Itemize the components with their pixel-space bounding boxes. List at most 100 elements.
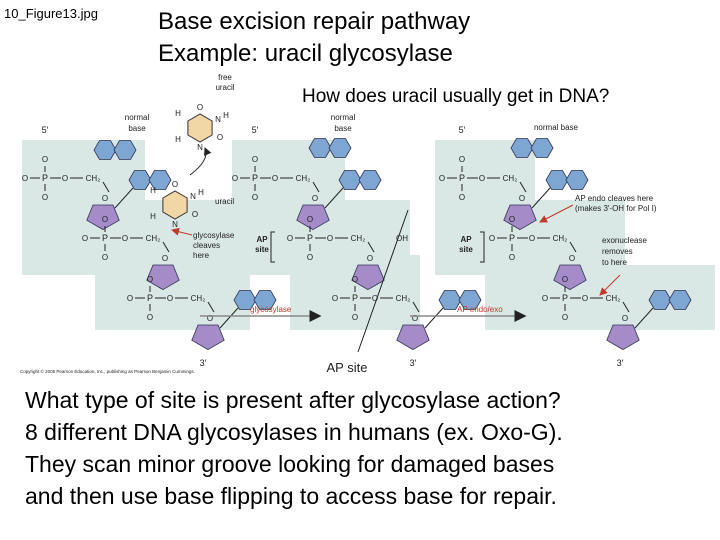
free-uracil-label-line2: uracil	[215, 83, 234, 92]
ring-oxygen: O	[102, 194, 108, 203]
ch2-group: CH₂	[553, 234, 568, 243]
phosphorus-atom: P	[102, 233, 108, 243]
oxygen-atom: O	[192, 210, 198, 219]
uracil-ring	[187, 113, 213, 143]
bottom-line-3: They scan minor groove looking for damag…	[25, 451, 555, 477]
nucleobase	[93, 140, 117, 160]
nitrogen-atom: N	[190, 192, 196, 201]
hydrogen-atom: H	[175, 109, 181, 118]
ring-oxygen: O	[412, 314, 418, 323]
bottom-line-2: 8 different DNA glycosylases in humans (…	[25, 419, 563, 445]
phosphorus-atom: P	[562, 293, 568, 303]
nucleobase	[438, 290, 462, 310]
ch2-group: CH₂	[396, 294, 411, 303]
deoxyribose-sugar	[191, 324, 225, 351]
ch2-group: CH₂	[296, 174, 311, 183]
deoxyribose-sugar	[351, 264, 385, 291]
bond	[312, 181, 320, 193]
hydrogen-atom: H	[150, 212, 156, 221]
oxygen-atom: O	[127, 294, 133, 303]
ch2-group: CH₂	[191, 294, 206, 303]
five-prime-label: 5′	[459, 125, 466, 135]
nucleobase	[565, 170, 589, 190]
hydrogen-atom: H	[175, 135, 181, 144]
hydrogen-atom: H	[223, 111, 229, 120]
ring-oxygen: O	[162, 254, 168, 263]
ap-site-annotation: AP site	[327, 360, 368, 375]
oxygen-atom: O	[232, 174, 238, 183]
oxygen-atom: O	[172, 180, 178, 189]
slide-title-line1: Base excision repair pathway	[158, 8, 471, 35]
ring-oxygen: O	[367, 254, 373, 263]
nitrogen-atom: N	[172, 220, 178, 229]
oxygen-atom: O	[62, 174, 68, 183]
oxygen-atom: O	[352, 275, 358, 284]
glycosylase-pointer	[171, 227, 193, 236]
nucleobase	[253, 290, 277, 310]
nucleobase	[233, 290, 257, 310]
bond	[162, 241, 170, 253]
oxygen-atom: O	[122, 234, 128, 243]
nucleobase	[358, 170, 382, 190]
oxygen-atom: O	[307, 215, 313, 224]
nucleobase	[668, 290, 692, 310]
ap-endo-cleaves-line2: (makes 3′-OH for Pol I)	[575, 204, 657, 213]
oxygen-atom: O	[252, 155, 258, 164]
ring-oxygen: O	[569, 254, 575, 263]
oxygen-atom: O	[372, 294, 378, 303]
ap-site-label-2-line2: site	[459, 245, 473, 254]
five-prime-label: 5′	[252, 125, 259, 135]
ch2-group: CH₂	[146, 234, 161, 243]
hydrogen-atom: H	[150, 186, 156, 195]
glycosylase-cleaves-line3: here	[193, 251, 210, 260]
oxygen-atom: O	[287, 234, 293, 243]
oxygen-atom: O	[82, 234, 88, 243]
bond	[622, 301, 630, 313]
ch2-group: CH₂	[86, 174, 101, 183]
oxygen-atom: O	[272, 174, 278, 183]
oxygen-atom: O	[197, 103, 203, 112]
oxygen-atom: O	[509, 215, 515, 224]
hydrogen-atom: H	[198, 188, 204, 197]
nucleobase	[113, 140, 137, 160]
bond	[207, 301, 215, 313]
oxygen-atom: O	[147, 313, 153, 322]
deoxyribose-sugar	[606, 324, 640, 351]
phosphorus-atom: P	[307, 233, 313, 243]
bond	[114, 187, 134, 209]
nucleobase	[308, 138, 332, 158]
phosphorus-atom: P	[252, 173, 258, 183]
nucleobase	[648, 290, 672, 310]
ap-endo-cleaves-line1: AP endo cleaves here	[575, 194, 654, 203]
five-prime-label: 5′	[42, 125, 49, 135]
bond	[324, 187, 344, 209]
oxygen-atom: O	[352, 313, 358, 322]
bond	[634, 307, 654, 329]
nucleobase	[328, 138, 352, 158]
oxygen-atom: O	[22, 174, 28, 183]
ring-oxygen: O	[207, 314, 213, 323]
bottom-line-1: What type of site is present after glyco…	[25, 387, 561, 413]
phosphorus-atom: P	[352, 293, 358, 303]
bond	[424, 307, 444, 329]
phosphorus-atom: P	[42, 173, 48, 183]
ap-site-bracket	[270, 231, 275, 263]
deoxyribose-sugar	[146, 264, 180, 291]
oxygen-atom: O	[582, 294, 588, 303]
